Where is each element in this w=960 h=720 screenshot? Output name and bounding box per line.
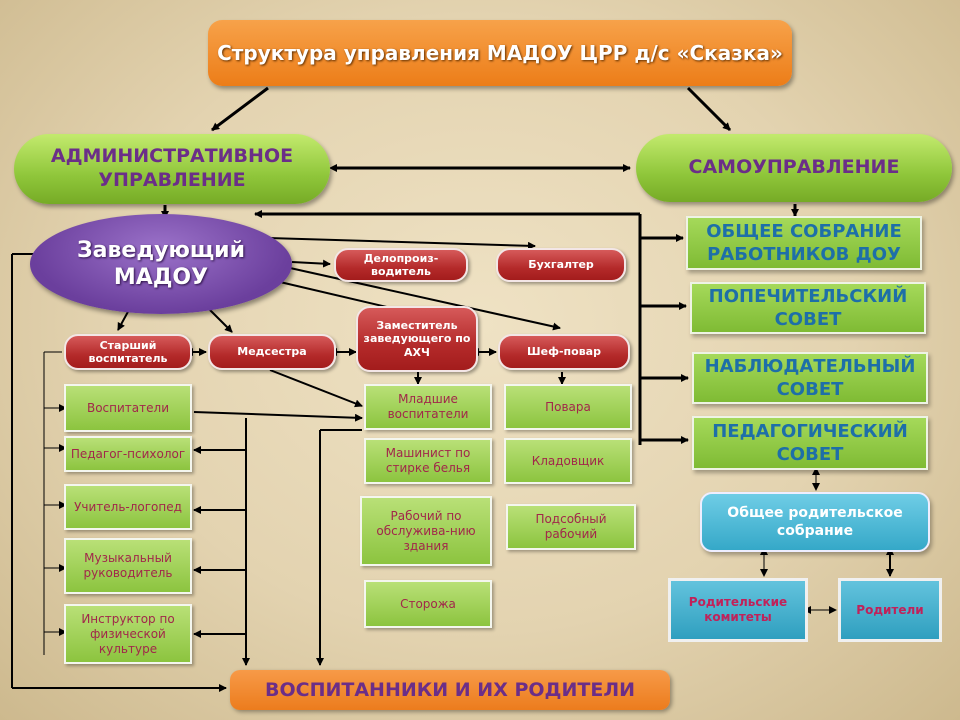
self-government: САМОУПРАВЛЕНИЕ	[636, 134, 952, 202]
accountant-box: Бухгалтер	[496, 248, 626, 282]
clerk-box: Делопроиз-водитель	[334, 248, 468, 282]
pupils-and-parents-box: ВОСПИТАННИКИ И ИХ РОДИТЕЛИ	[230, 670, 670, 710]
educators-box: Воспитатели	[64, 384, 192, 432]
deputy-box: Заместитель заведующего по АХЧ	[356, 306, 478, 372]
psychologist-box: Педагог-психолог	[64, 436, 192, 472]
parent-meeting-box: Общее родительское собрание	[700, 492, 930, 552]
trustees-council-box: ПОПЕЧИТЕЛЬСКИЙ СОВЕТ	[690, 282, 926, 334]
general-meeting-box: ОБЩЕЕ СОБРАНИЕ РАБОТНИКОВ ДОУ	[686, 216, 922, 270]
parents-box: Родители	[838, 578, 942, 642]
speech-therapist-box: Учитель-логопед	[64, 484, 192, 530]
helper-box: Подсобный рабочий	[506, 504, 636, 550]
junior-educators-box: Младшие воспитатели	[364, 384, 492, 430]
admin-management: АДМИНИСТРАТИВНОЕ УПРАВЛЕНИЕ	[14, 134, 330, 204]
music-director-box: Музыкальный руководитель	[64, 538, 192, 594]
storekeeper-box: Кладовщик	[504, 438, 632, 484]
laundry-box: Машинист по стирке белья	[364, 438, 492, 484]
cooks-box: Повара	[504, 384, 632, 430]
chef-box: Шеф-повар	[498, 334, 630, 370]
supervisory-council-box: НАБЛЮДАТЕЛЬНЫЙ СОВЕТ	[692, 352, 928, 404]
pe-instructor-box: Инструктор по физической культуре	[64, 604, 192, 664]
guards-box: Сторожа	[364, 580, 492, 628]
parent-committees-box: Родительские комитеты	[668, 578, 808, 642]
senior-educator-box: Старший воспитатель	[64, 334, 192, 370]
nurse-box: Медсестра	[208, 334, 336, 370]
maintenance-box: Рабочий по обслужива-нию здания	[360, 496, 492, 566]
head-of-school: Заведующий МАДОУ	[30, 214, 292, 314]
pedagogical-council-box: ПЕДАГОГИЧЕСКИЙ СОВЕТ	[692, 416, 928, 470]
page-title: Структура управления МАДОУ ЦРР д/с «Сказ…	[208, 20, 792, 86]
